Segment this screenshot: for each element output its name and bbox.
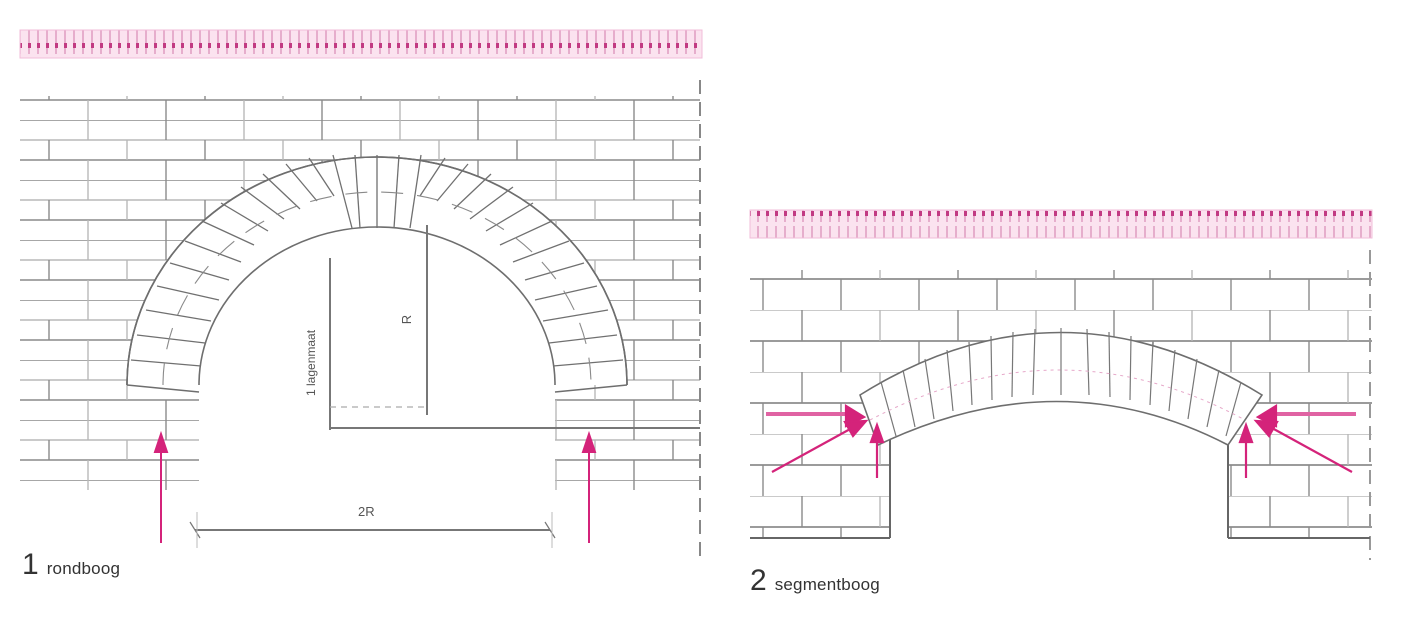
segmental-arch xyxy=(859,328,1264,447)
thrust-arrows xyxy=(766,404,1356,478)
distributed-load-band xyxy=(19,29,703,59)
figure-2-segmentboog xyxy=(749,209,1373,560)
support-reaction-arrows xyxy=(153,430,597,543)
figure-1-rondboog xyxy=(19,29,703,560)
figure-1-caption: 1 rondboog xyxy=(22,548,120,582)
figure-title: segmentboog xyxy=(774,575,880,594)
arrow-up-icon xyxy=(1238,421,1254,444)
course-height-label: 1 lagenmaat xyxy=(304,329,318,396)
brick-wall xyxy=(750,270,1372,538)
round-arch xyxy=(126,154,628,393)
distributed-load-band xyxy=(749,209,1373,239)
arrow-diagonal-icon xyxy=(1253,419,1279,438)
figure-2-caption: 2 segmentboog xyxy=(750,564,880,598)
figure-number: 1 xyxy=(22,548,39,581)
radius-label: R xyxy=(399,314,415,325)
arrow-up-icon xyxy=(581,430,597,453)
figure-number: 2 xyxy=(750,564,767,597)
arrow-up-icon xyxy=(869,421,885,444)
span-label: 2R xyxy=(358,504,375,519)
dimension-lines xyxy=(189,225,700,548)
figure-title: rondboog xyxy=(46,559,121,578)
arrow-up-icon xyxy=(153,430,169,453)
arrow-diagonal-icon xyxy=(843,419,869,438)
